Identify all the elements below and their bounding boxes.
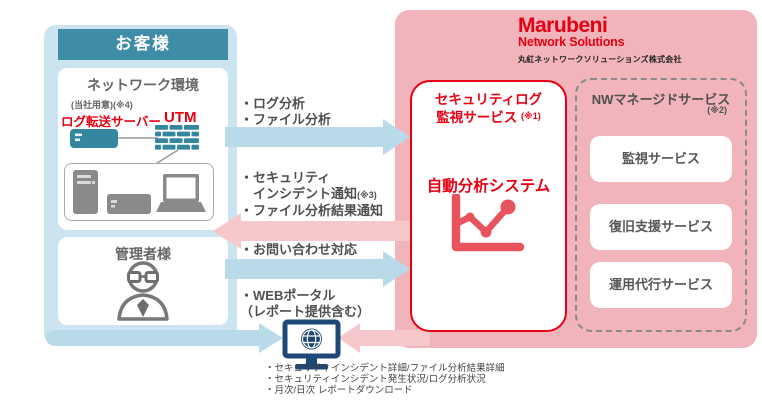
arrow-inquiry-right [225,251,410,287]
logo-subname: Network Solutions [518,35,625,49]
customer-title: お客様 [58,29,228,60]
admin-person-icon [117,261,169,321]
auto-analysis-label: 自動分析システム [426,178,551,195]
desktop-pc-icon [73,170,98,214]
arrow-portal-right [46,323,283,353]
arrow-portal-left [338,323,430,353]
network-note: (当社用意)(※4) [71,100,133,110]
log-server-icon [70,129,118,148]
logo-name: Marubeni [518,14,608,37]
nw-managed-services-box: NWマネージドサービス (※2) 監視サービス 復旧支援サービス 運用代行サービ… [575,78,747,332]
marubeni-logo: Marubeni Network Solutions 丸紅ネットワークソリューシ… [518,15,748,65]
client-devices-icons [73,170,206,214]
utm-label: UTM [164,109,197,126]
managed-item-operation: 運用代行サービス [590,262,732,308]
arrow-log-analysis-right [225,119,410,155]
laptop-icon [156,174,206,212]
client-devices-box [64,163,214,221]
logo-company-name: 丸紅ネットワークソリューションズ株式会社 [518,55,682,64]
server-unit-icon [107,194,151,214]
flow-label-web-portal: ・WEBポータル （レポート提供含む） [240,288,371,319]
admin-box: 管理者様 [58,237,228,325]
nw-managed-title: NWマネージドサービス [591,92,731,107]
line-chart-icon [451,194,525,252]
nw-managed-note: (※2) [707,105,727,115]
flow-label-log-analysis: ・ログ分析 ・ファイル分析 [240,96,332,127]
globe-icon [301,328,322,350]
globe-monitor-icon [282,319,341,370]
network-environment-box: ネットワーク環境 (当社用意)(※4) ログ転送サーバー UTM [58,68,228,230]
flow-label-incident-notify: ・セキュリティ インシデント通知(※3) ・ファイル分析結果通知 [240,170,384,218]
security-service-title: セキュリティログ 監視サービス (※1) [434,92,543,125]
arrow-incident-notify-left [213,213,440,249]
security-service-note: (※1) [521,111,541,121]
security-log-service-box: セキュリティログ 監視サービス (※1) 自動分析システム [410,80,567,332]
managed-item-monitoring: 監視サービス [590,136,732,182]
log-server-label: ログ転送サーバー [61,115,161,129]
utm-firewall-icon [155,125,199,150]
flow-label-inquiry: ・お問い合わせ対応 [240,242,358,257]
network-environment-title: ネットワーク環境 [87,77,199,93]
admin-title: 管理者様 [115,246,171,262]
flow-note-3: (※3) [357,189,377,200]
portal-notes: ・セキュリティインシデント詳細/ファイル分析結果詳細 ・セキュリティインシデント… [265,363,505,396]
managed-item-recovery: 復旧支援サービス [590,204,732,250]
